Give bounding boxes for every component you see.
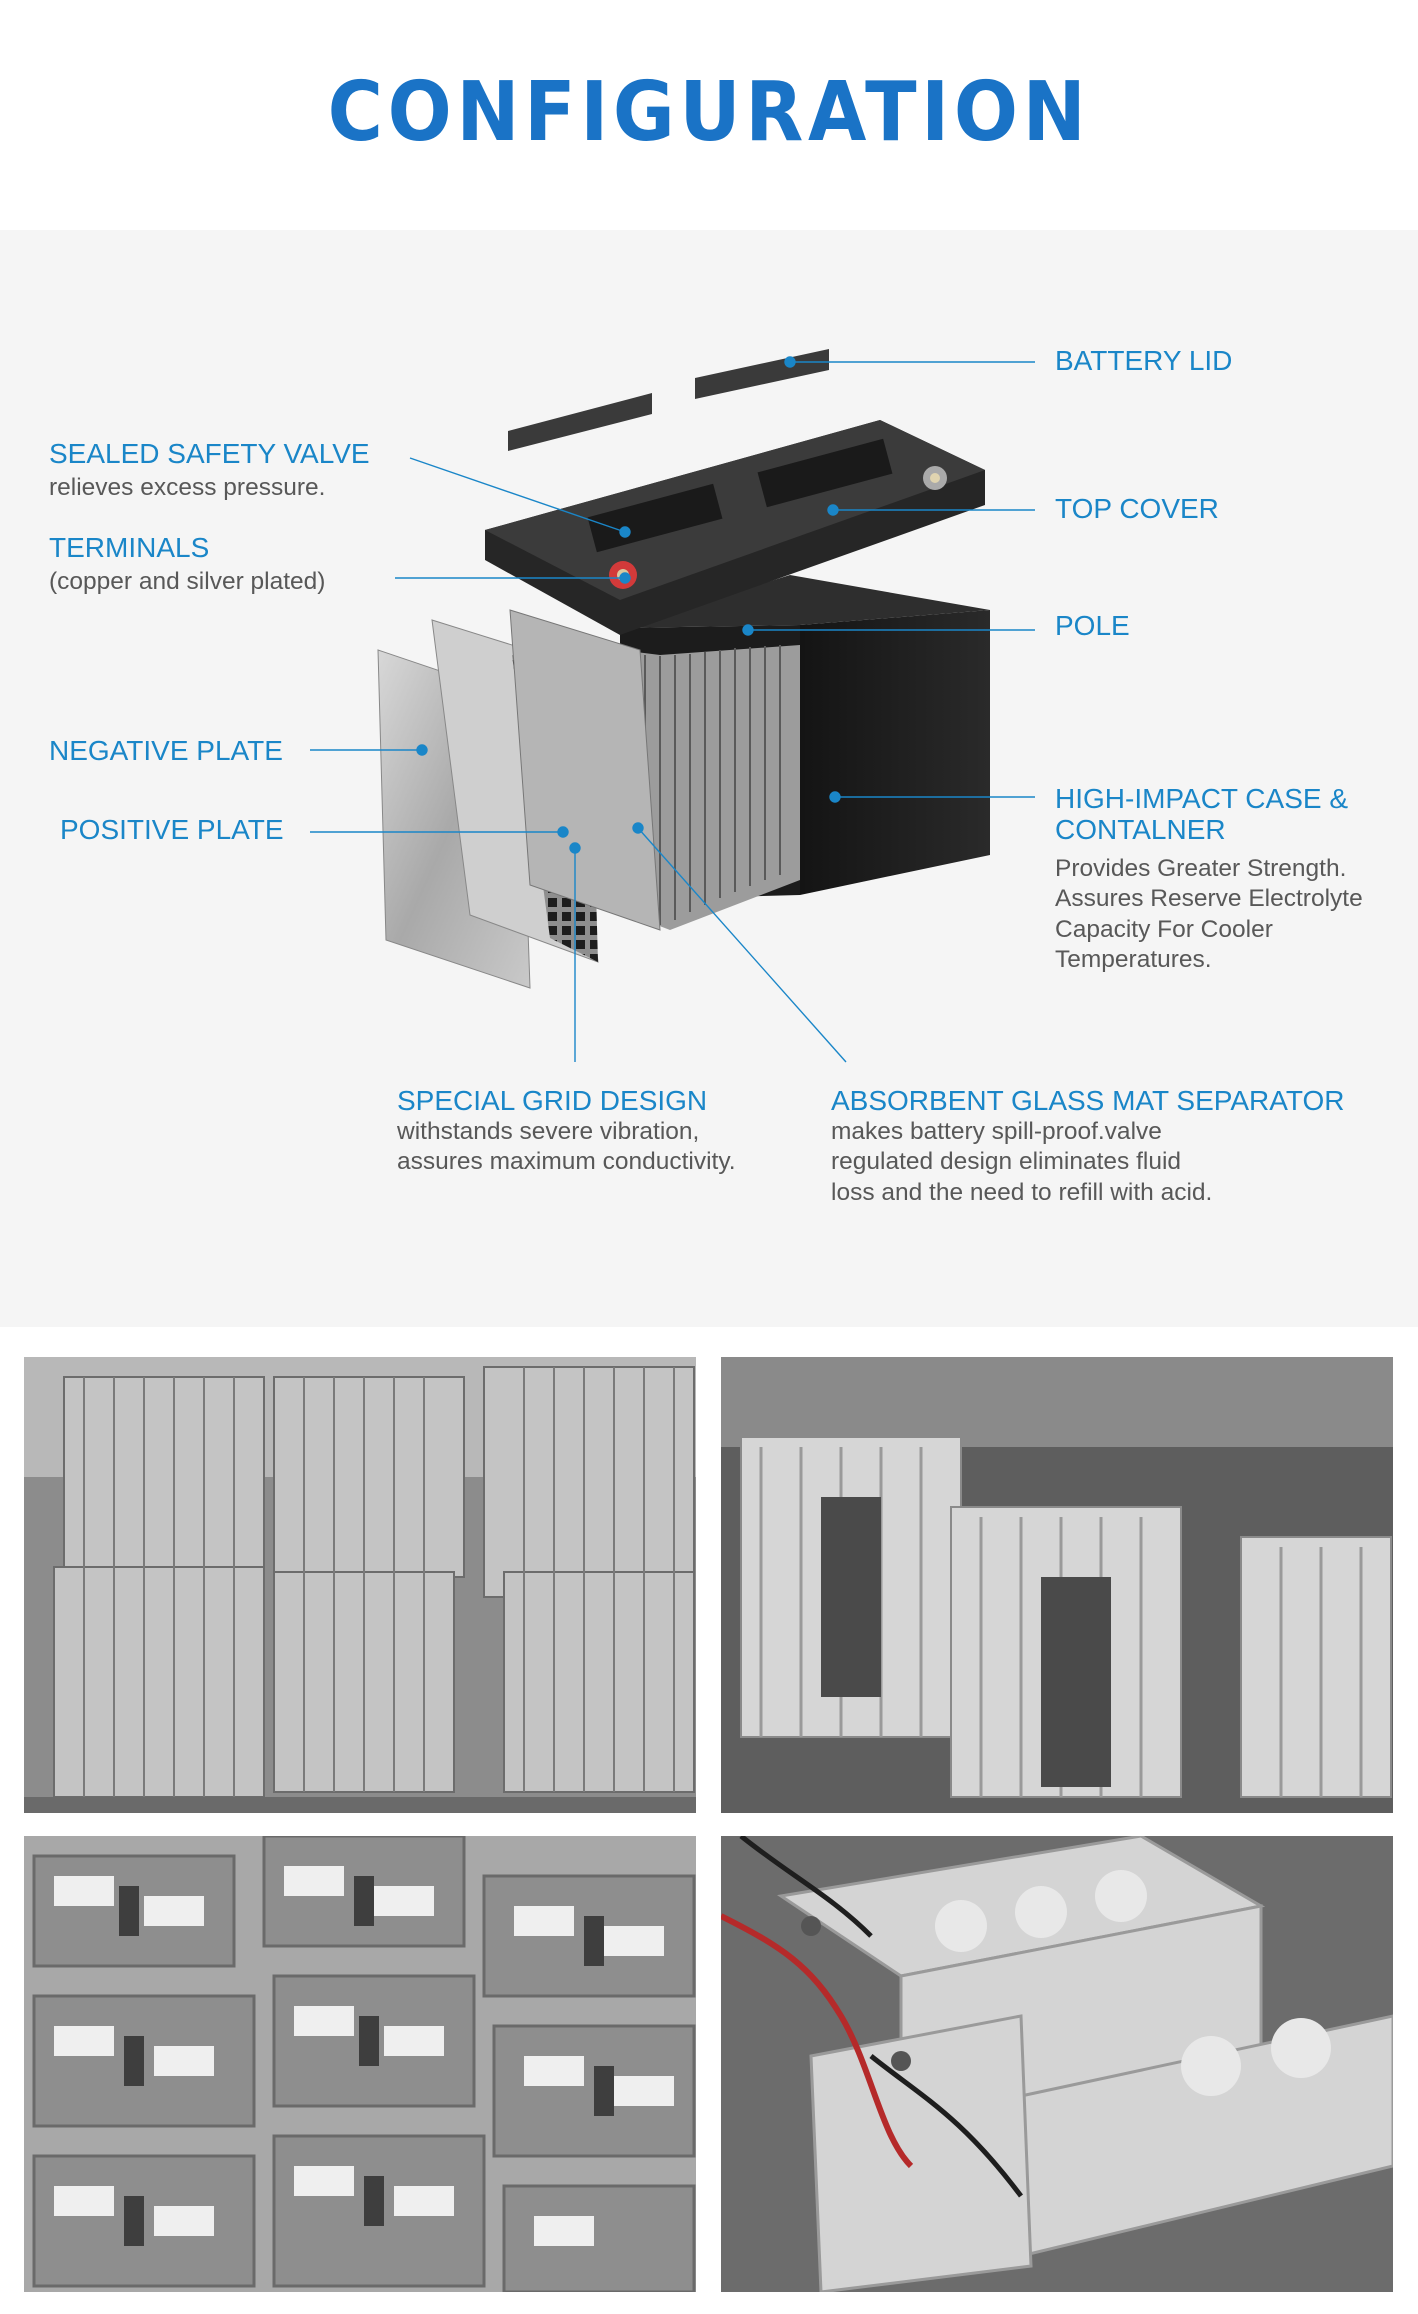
grid-desc-line-1: withstands severe vibration, (397, 1118, 700, 1145)
battery-lid-label: BATTERY LID (1055, 345, 1233, 376)
assembled-batteries-photo (721, 1836, 1393, 2292)
sealed-valve-label: SEALED SAFETY VALVE (49, 438, 370, 469)
top-cover (485, 420, 985, 635)
plate-stacks-photo (24, 1357, 696, 1813)
separator-sheet (509, 609, 661, 931)
positive-plate-label: POSITIVE PLATE (60, 814, 284, 845)
agm-desc-line-2: regulated design eliminates fluid (831, 1148, 1182, 1176)
leader-lines (310, 356, 1035, 1063)
case-desc-line-4: Temperatures. (1055, 946, 1212, 974)
case-description: Provides Greater Strength. Assures Reser… (1055, 854, 1363, 976)
grid-design-description: withstands severe vibration, assures max… (397, 1117, 736, 1178)
terminals-label: TERMINALS (49, 532, 210, 563)
battery-lid-pieces (508, 349, 829, 451)
agm-desc-line-3: loss and the need to refill with acid. (831, 1178, 1213, 1206)
case-label: HIGH-IMPACT CASE & CONTALNER (1055, 783, 1348, 846)
grouped-plates-photo (721, 1357, 1393, 1813)
terminals-description: (copper and silver plated) (49, 568, 326, 595)
agm-separator-description: makes battery spill-proof.valve regulate… (831, 1117, 1212, 1208)
battery-exploded-illustration (310, 349, 1035, 1063)
grid-desc-line-2: assures maximum conductivity. (397, 1148, 736, 1176)
agm-separator-label: ABSORBENT GLASS MAT SEPARATOR (831, 1085, 1345, 1116)
sealed-valve-description: relieves excess pressure. (49, 474, 326, 501)
grid-design-label: SPECIAL GRID DESIGN (397, 1085, 708, 1116)
agm-desc-line-1: makes battery spill-proof.valve (831, 1118, 1162, 1145)
page-title: CONFIGURATION (327, 65, 1091, 160)
pole-label: POLE (1055, 610, 1130, 641)
diagram-panel: BATTERY LID TOP COVER POLE HIGH-IMPACT C… (0, 230, 1418, 1327)
case-label-line-2: CONTALNER (1055, 814, 1226, 846)
case-desc-line-3: Capacity For Cooler (1055, 915, 1273, 943)
case-desc-line-1: Provides Greater Strength. (1055, 855, 1347, 882)
case-label-line-1: HIGH-IMPACT CASE & (1055, 783, 1349, 814)
negative-plate-label: NEGATIVE PLATE (49, 735, 283, 766)
top-cover-label: TOP COVER (1055, 493, 1219, 524)
case-desc-line-2: Assures Reserve Electrolyte (1055, 885, 1363, 913)
battery-trays-photo (24, 1836, 696, 2292)
